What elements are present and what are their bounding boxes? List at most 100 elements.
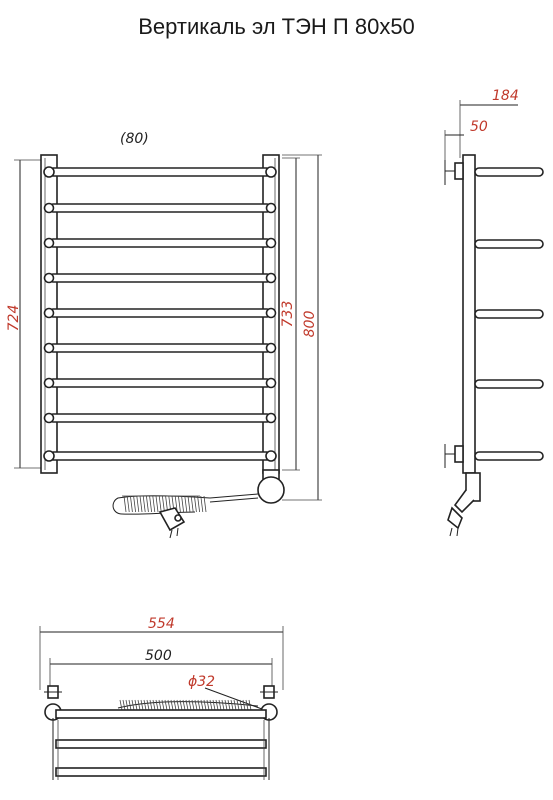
rung-end-right bbox=[265, 272, 277, 284]
dim-phi32-label: ϕ32 bbox=[188, 674, 215, 690]
rung bbox=[48, 413, 272, 423]
top-coil-turn bbox=[215, 699, 219, 711]
top-cord-coils bbox=[119, 699, 252, 711]
top-coil-turn bbox=[230, 699, 234, 711]
coil-turn bbox=[203, 495, 207, 513]
coil-turn bbox=[162, 495, 165, 513]
coil-turn bbox=[184, 495, 188, 513]
top-coil-turn bbox=[170, 699, 174, 711]
drawing-title: Вертикаль эл ТЭН П 80х50 bbox=[138, 14, 415, 39]
coil-turn bbox=[158, 495, 162, 513]
front-view: (80) 724 733 800 bbox=[6, 131, 322, 539]
rung-end-right bbox=[265, 307, 277, 319]
top-coil-turn bbox=[119, 699, 123, 711]
top-coil-turn bbox=[179, 699, 183, 711]
rung-end-left bbox=[43, 342, 55, 354]
coil-turn bbox=[146, 495, 149, 513]
coil-turn bbox=[136, 495, 140, 513]
coil-turn bbox=[174, 495, 178, 513]
dim-800-label: 800 bbox=[302, 311, 318, 338]
rung bbox=[48, 273, 272, 283]
top-coil-turn bbox=[122, 699, 126, 711]
top-coil-turn bbox=[134, 699, 138, 711]
top-coil-turn bbox=[149, 699, 153, 711]
coil-turn bbox=[142, 495, 146, 513]
cord-coils bbox=[123, 495, 207, 513]
top-coil-turn bbox=[161, 699, 165, 711]
side-rungs bbox=[474, 167, 544, 461]
top-coil-turn bbox=[182, 699, 186, 711]
rung-end-right bbox=[265, 412, 277, 424]
rung-end-left bbox=[43, 412, 55, 424]
rung-end-right bbox=[265, 202, 277, 214]
rung-end-right bbox=[265, 342, 277, 354]
rung bbox=[48, 238, 272, 248]
side-post bbox=[462, 154, 476, 474]
top-coil-turn bbox=[137, 699, 141, 711]
top-coil-turn bbox=[233, 699, 237, 711]
top-coil-turn bbox=[218, 699, 222, 711]
dim-733: 733 bbox=[280, 157, 300, 471]
coil-turn bbox=[194, 495, 197, 513]
coil-turn bbox=[155, 495, 159, 513]
top-coil-turn bbox=[140, 699, 144, 711]
dim-184-label: 184 bbox=[492, 88, 519, 104]
rung-end-left bbox=[43, 377, 55, 389]
side-view: 184 50 bbox=[444, 88, 544, 537]
top-coil-turn bbox=[221, 699, 225, 711]
top-coil-turn bbox=[167, 699, 171, 711]
top-note: (80) bbox=[120, 131, 149, 147]
coil-turn bbox=[123, 495, 127, 513]
top-coil-turn bbox=[155, 699, 159, 711]
coil-turn bbox=[152, 495, 156, 513]
side-rung bbox=[474, 239, 544, 249]
coil-turn bbox=[190, 495, 194, 513]
coil-turn bbox=[187, 495, 191, 513]
coil-turn bbox=[133, 495, 136, 513]
rung-end-right bbox=[265, 237, 277, 249]
rung-end-right bbox=[265, 377, 277, 389]
top-coil-turn bbox=[212, 699, 216, 711]
plug bbox=[158, 507, 186, 532]
top-coil-turn bbox=[191, 699, 195, 711]
rung-end-left bbox=[43, 307, 55, 319]
heating-element bbox=[112, 469, 285, 539]
top-coil-turn bbox=[197, 699, 201, 711]
side-rung bbox=[474, 379, 544, 389]
top-coil-turn bbox=[158, 699, 162, 711]
rung bbox=[48, 308, 272, 318]
top-coil-turn bbox=[188, 699, 192, 711]
side-rung bbox=[474, 167, 544, 177]
top-coil-turn bbox=[242, 699, 246, 711]
coil-turn bbox=[197, 495, 200, 513]
dim-733-label: 733 bbox=[280, 301, 296, 328]
dim-554-label: 554 bbox=[148, 616, 175, 632]
top-coil-turn bbox=[227, 699, 231, 711]
coil-turn bbox=[178, 495, 181, 513]
rung bbox=[48, 451, 272, 461]
top-coil-turn bbox=[164, 699, 168, 711]
top-coil-turn bbox=[203, 699, 207, 711]
rung bbox=[48, 167, 272, 177]
side-rung bbox=[474, 309, 544, 319]
top-coil-turn bbox=[146, 699, 150, 711]
top-coil-turn bbox=[239, 699, 243, 711]
top-coil-turn bbox=[200, 699, 204, 711]
top-coil-turn bbox=[185, 699, 189, 711]
coil-turn bbox=[200, 495, 204, 513]
dim-50-label: 50 bbox=[470, 119, 488, 135]
top-coil-turn bbox=[224, 699, 228, 711]
rungs bbox=[43, 167, 277, 461]
top-coil-turn bbox=[206, 699, 210, 711]
rung bbox=[48, 203, 272, 213]
top-coil-turn bbox=[128, 699, 132, 711]
top-coil-turn bbox=[245, 699, 249, 711]
top-coil-turn bbox=[131, 699, 135, 711]
coil-turn bbox=[126, 495, 130, 513]
rung bbox=[48, 378, 272, 388]
coil-turn bbox=[149, 495, 152, 513]
top-coil-turn bbox=[209, 699, 213, 711]
dim-724: 724 bbox=[6, 159, 42, 469]
coil-turn bbox=[130, 495, 133, 513]
